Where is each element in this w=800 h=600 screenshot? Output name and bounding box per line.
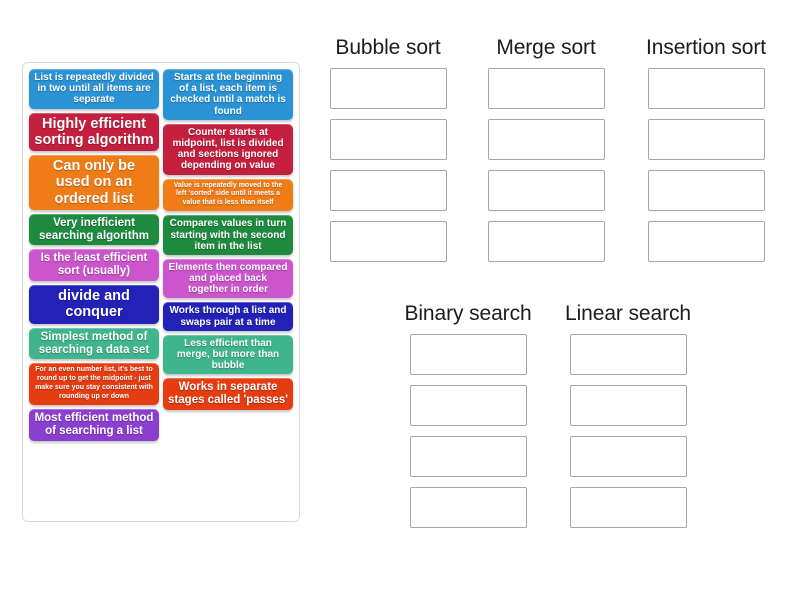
drop-slot[interactable]: [647, 118, 765, 160]
card-tray: List is repeatedly divided in two until …: [22, 62, 300, 522]
slot-stack-bubble-sort: [322, 67, 454, 262]
group-title-linear-search: Linear search: [565, 302, 691, 325]
draggable-card[interactable]: Simplest method of searching a data set: [29, 327, 159, 360]
card-column-left: List is repeatedly divided in two until …: [29, 69, 159, 442]
draggable-card[interactable]: Elements then compared and placed back t…: [163, 258, 293, 299]
drop-group-linear-search: Linear search: [562, 302, 694, 528]
draggable-card[interactable]: Very inefficient searching algorithm: [29, 213, 159, 246]
drop-group-binary-search: Binary search: [402, 302, 534, 528]
drop-slot[interactable]: [329, 118, 447, 160]
group-title-merge-sort: Merge sort: [496, 36, 596, 59]
drop-group-merge-sort: Merge sort: [480, 36, 612, 262]
group-title-binary-search: Binary search: [404, 302, 532, 325]
drop-slot[interactable]: [329, 169, 447, 211]
draggable-card[interactable]: Less efficient than merge, but more than…: [163, 334, 293, 375]
drop-slot[interactable]: [487, 118, 605, 160]
drop-slot[interactable]: [647, 169, 765, 211]
drop-group-insertion-sort: Insertion sort: [640, 36, 772, 262]
slot-stack-merge-sort: [480, 67, 612, 262]
group-title-bubble-sort: Bubble sort: [335, 36, 441, 59]
draggable-card[interactable]: Works in separate stages called 'passes': [163, 378, 293, 411]
drop-slot[interactable]: [487, 67, 605, 109]
draggable-card[interactable]: Highly efficient sorting algorithm: [29, 112, 159, 152]
drop-slot[interactable]: [329, 220, 447, 262]
drop-slot[interactable]: [569, 333, 687, 375]
card-tray-columns: List is repeatedly divided in two until …: [29, 69, 294, 515]
draggable-card[interactable]: Counter starts at midpoint, list is divi…: [163, 123, 293, 175]
slot-stack-linear-search: [562, 333, 694, 528]
drop-slot[interactable]: [487, 169, 605, 211]
drop-slot[interactable]: [647, 220, 765, 262]
drop-slot[interactable]: [409, 435, 527, 477]
drop-slot[interactable]: [569, 384, 687, 426]
draggable-card[interactable]: Can only be used on an ordered list: [29, 155, 159, 210]
draggable-card[interactable]: Most efficient method of searching a lis…: [29, 409, 159, 442]
draggable-card[interactable]: Works through a list and swaps pair at a…: [163, 302, 293, 331]
drop-slot[interactable]: [487, 220, 605, 262]
drop-slot[interactable]: [647, 67, 765, 109]
draggable-card[interactable]: Starts at the beginning of a list, each …: [163, 69, 293, 120]
slot-stack-insertion-sort: [640, 67, 772, 262]
draggable-card[interactable]: divide and conquer: [29, 285, 159, 324]
draggable-card[interactable]: Is the least efficient sort (usually): [29, 249, 159, 282]
draggable-card[interactable]: Compares values in turn starting with th…: [163, 215, 293, 255]
drop-slot[interactable]: [569, 486, 687, 528]
draggable-card[interactable]: Value is repeatedly moved to the left 's…: [163, 178, 293, 212]
drop-slot[interactable]: [409, 486, 527, 528]
drop-slot[interactable]: [329, 67, 447, 109]
drop-slot[interactable]: [409, 333, 527, 375]
drop-group-bubble-sort: Bubble sort: [322, 36, 454, 262]
drop-slot[interactable]: [409, 384, 527, 426]
group-title-insertion-sort: Insertion sort: [646, 36, 766, 59]
slot-stack-binary-search: [402, 333, 534, 528]
drop-slot[interactable]: [569, 435, 687, 477]
draggable-card[interactable]: List is repeatedly divided in two until …: [29, 69, 159, 109]
card-column-right: Starts at the beginning of a list, each …: [163, 69, 293, 411]
draggable-card[interactable]: For an even number list, it's best to ro…: [29, 363, 159, 406]
